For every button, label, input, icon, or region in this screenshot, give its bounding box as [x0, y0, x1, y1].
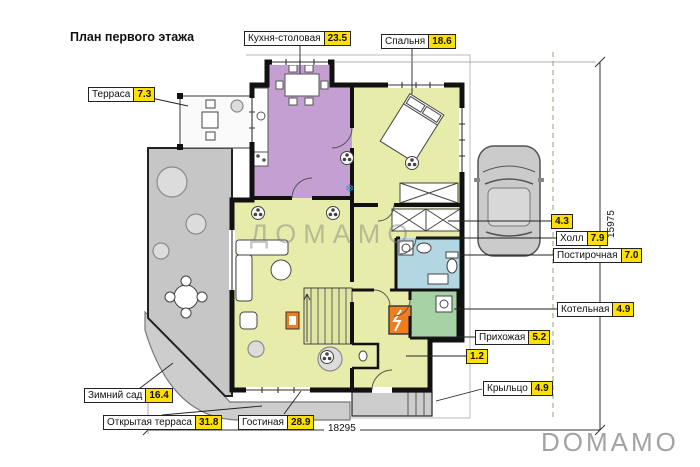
room-name: Терраса: [88, 87, 135, 102]
small-wc: [352, 342, 380, 370]
room-area: 23.5: [324, 31, 352, 46]
room-area: 4.3: [551, 214, 573, 229]
room-area: 1.2: [466, 349, 488, 364]
room-label-4-3: 4.3: [551, 214, 573, 229]
watermark-corner: DOMAMO: [541, 427, 679, 457]
terrace-furniture: [201, 99, 219, 141]
room-area: 31.8: [195, 415, 223, 430]
page-title: План первого этажа: [70, 30, 195, 44]
room-name: Прихожая: [475, 330, 530, 345]
room-area: 7.3: [134, 87, 156, 102]
winter-garden-furniture: [164, 275, 208, 319]
room-area: 4.9: [531, 381, 553, 396]
living-furniture: [235, 239, 353, 345]
room-name: Крыльцо: [483, 381, 532, 396]
room-area: 18.6: [429, 34, 456, 49]
room-area: 7.0: [621, 248, 643, 263]
laundry-fixtures: [398, 240, 459, 285]
interior-walls: [252, 85, 462, 390]
room-area: 7.9: [587, 231, 609, 246]
windows: [229, 59, 465, 393]
stairs: [303, 287, 353, 345]
room-label-1-2: 1.2: [466, 349, 488, 364]
hall-wardrobe: [391, 208, 461, 232]
room-name: Котельная: [557, 302, 614, 317]
room-name: Открытая терраса: [103, 415, 196, 430]
perimeter-walls: [229, 59, 465, 393]
room-name: Гостиная: [238, 415, 288, 430]
vent-symbols: ❄: [251, 151, 419, 364]
room-name: Кухня-столовая: [244, 31, 325, 46]
door-arcs: [291, 127, 417, 391]
bedroom-furniture: [379, 92, 459, 204]
dimension-width: 18295: [324, 423, 360, 434]
porch-area: [351, 391, 433, 417]
room-area: 16.4: [146, 388, 173, 403]
roof-overhang-lines: [246, 54, 471, 419]
room-area: 28.9: [287, 415, 315, 430]
snowflake-icon: ❄: [345, 183, 354, 195]
room-area: 4.9: [613, 302, 635, 317]
car-icon: [474, 145, 544, 257]
room-name: Холл: [556, 231, 588, 246]
kitchen-room: [252, 85, 352, 198]
room-name: Спальня: [381, 34, 430, 49]
fireplace: [285, 311, 300, 330]
room-area: 5.2: [529, 330, 551, 345]
room-name: Зимний сад: [84, 388, 147, 403]
room-name: Постирочная: [553, 248, 622, 263]
watermark-center: ДОМАМО: [250, 219, 416, 249]
